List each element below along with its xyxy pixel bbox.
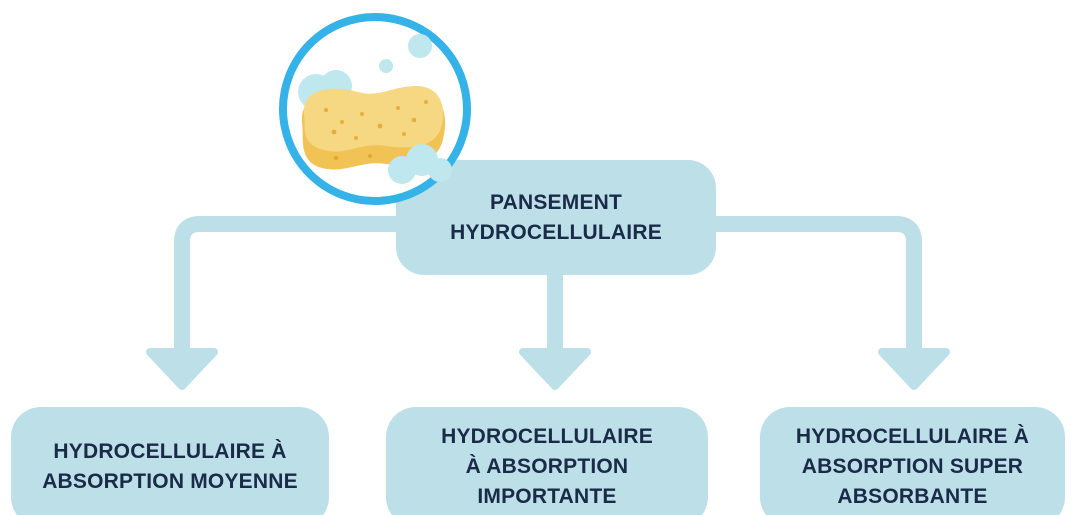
arrowhead-left xyxy=(146,348,218,390)
arrowhead-middle xyxy=(519,348,591,390)
root-node-label: PANSEMENT HYDROCELLULAIRE xyxy=(450,190,662,244)
sponge-icon xyxy=(279,13,471,205)
child-node-label: HYDROCELLULAIRE À ABSORPTION IMPORTANTE xyxy=(441,425,653,508)
child-node-high-absorption: HYDROCELLULAIRE À ABSORPTION IMPORTANTE xyxy=(386,407,708,515)
child-node-medium-absorption: HYDROCELLULAIRE À ABSORPTION MOYENNE xyxy=(11,407,329,515)
child-node-label: HYDROCELLULAIRE À ABSORPTION MOYENNE xyxy=(42,440,298,493)
root-node: PANSEMENT HYDROCELLULAIRE xyxy=(396,160,716,275)
child-node-label: HYDROCELLULAIRE À ABSORPTION SUPER ABSOR… xyxy=(795,425,1030,508)
arrowhead-right xyxy=(878,348,950,390)
child-node-super-absorbent: HYDROCELLULAIRE À ABSORPTION SUPER ABSOR… xyxy=(760,407,1065,515)
